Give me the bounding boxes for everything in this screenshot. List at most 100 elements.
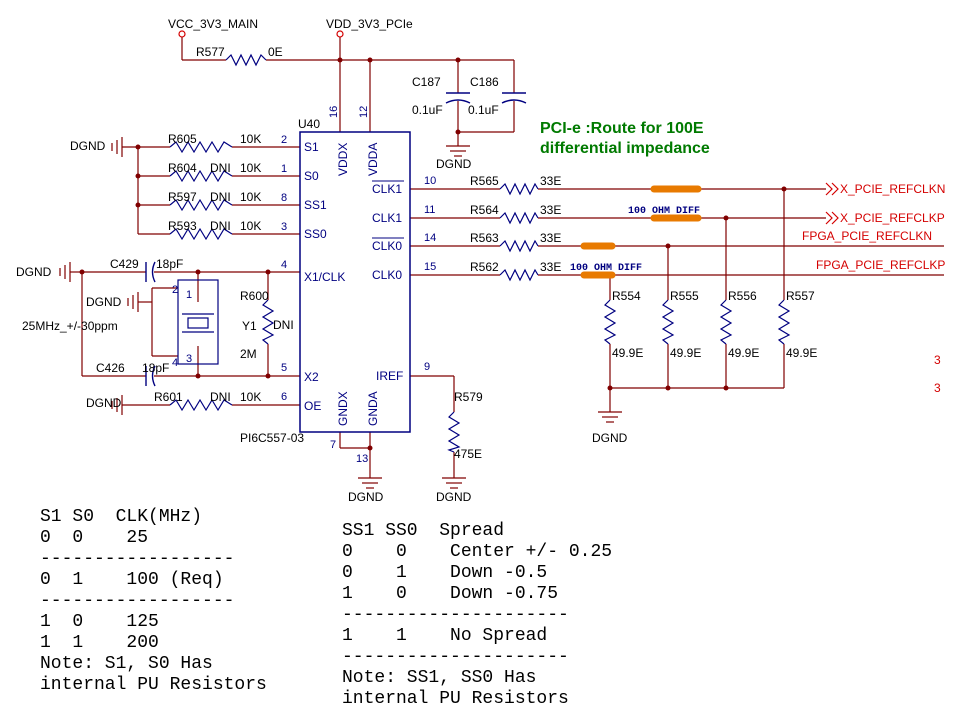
pin-name-gndx: GNDX xyxy=(336,391,350,426)
r605-symbol xyxy=(169,140,233,154)
pin-num-oe: 6 xyxy=(281,391,287,403)
route-note-line1: PCI-e :Route for 100E xyxy=(540,120,704,137)
y1-ref: Y1 xyxy=(242,319,257,333)
pin-name-vddx: VDDX xyxy=(336,143,350,176)
net-dgnd-3: DGND xyxy=(86,295,122,309)
ground-symbols xyxy=(59,137,622,489)
power-port-vdd-icon xyxy=(336,30,344,38)
r564-value: 33E xyxy=(540,203,561,217)
pin-num-gndx: 7 xyxy=(330,439,336,451)
r557-symbol xyxy=(777,299,791,345)
pin-num-ss1: 8 xyxy=(281,192,287,204)
net-vdd-pcie: VDD_3V3_PCIe xyxy=(326,17,413,31)
r562-value: 33E xyxy=(540,260,561,274)
net-dgnd-2: DGND xyxy=(16,265,52,279)
r565-ref: R565 xyxy=(470,174,499,188)
net-x-pcie-refclkp: X_PCIE_REFCLKP xyxy=(840,211,945,225)
spread-table-row: --------------------- xyxy=(342,605,569,625)
pin-num-x1: 4 xyxy=(281,259,287,271)
pin-num-vddx: 16 xyxy=(328,106,340,118)
y1-spec: 25MHz_+/-30ppm xyxy=(22,319,118,333)
pin-name-iref: IREF xyxy=(376,369,403,383)
pin-name-s0: S0 xyxy=(304,169,319,183)
pin-name-vdda: VDDA xyxy=(366,143,380,176)
r562-ref: R562 xyxy=(470,260,499,274)
spread-table-note-1: Note: SS1, SS0 Has xyxy=(342,668,536,688)
pin-num-clk1n: 10 xyxy=(424,175,436,187)
pin-name-clk1: CLK1 xyxy=(372,211,402,225)
r555-ref: R555 xyxy=(670,289,699,303)
dgnd-ground-icon-5 xyxy=(446,145,470,157)
r565-value: 33E xyxy=(540,174,561,188)
spread-table-row: 1 0 Down -0.75 xyxy=(342,584,558,604)
clk-table-row: ------------------ xyxy=(40,549,234,569)
r565-symbol xyxy=(499,182,539,196)
sheet-ref-1: 3 xyxy=(934,353,941,367)
c187-value: 0.1uF xyxy=(412,103,443,117)
clk-table-row: 0 1 100 (Req) xyxy=(40,570,224,590)
net-dgnd-4: DGND xyxy=(86,396,122,410)
r601-dni: DNI xyxy=(210,390,231,404)
r557-value: 49.9E xyxy=(786,346,817,360)
pin-name-clk1n: CLK1 xyxy=(372,182,402,196)
ic-ref: U40 xyxy=(298,117,320,131)
r601-value: 10K xyxy=(240,390,261,404)
c187-plate-bottom xyxy=(445,99,471,104)
c426-plate-b xyxy=(151,365,156,387)
c426-ref: C426 xyxy=(96,361,125,375)
r555-symbol xyxy=(661,299,675,345)
r601-symbol xyxy=(169,398,233,412)
spread-table-row: 0 1 Down -0.5 xyxy=(342,563,547,583)
c186-ref: C186 xyxy=(470,75,499,89)
y1-pin1: 1 xyxy=(186,289,192,301)
c187-ref: C187 xyxy=(412,75,441,89)
r600-ref: R600 xyxy=(240,289,269,303)
dgnd-ground-icon-1 xyxy=(111,137,123,157)
pin-name-s1: S1 xyxy=(304,140,319,154)
r597-dni: DNI xyxy=(210,190,231,204)
c426-value: 18pF xyxy=(142,361,169,375)
r605-ref: R605 xyxy=(168,132,197,146)
r577-symbol xyxy=(225,53,267,67)
dgnd-ground-icon-6 xyxy=(598,411,622,423)
clk-table-row: 1 1 200 xyxy=(40,633,159,653)
clk-table-row: 1 0 125 xyxy=(40,612,159,632)
pin-num-clk0: 15 xyxy=(424,261,436,273)
pin-num-s1: 2 xyxy=(281,134,287,146)
r563-ref: R563 xyxy=(470,231,499,245)
r556-ref: R556 xyxy=(728,289,757,303)
r564-ref: R564 xyxy=(470,203,499,217)
diff-label-2: 100 OHM DIFF xyxy=(570,263,642,274)
y1-pin3: 3 xyxy=(186,353,192,365)
r604-value: 10K xyxy=(240,161,261,175)
ic-part: PI6C557-03 xyxy=(240,431,304,445)
r557-ref: R557 xyxy=(786,289,815,303)
power-port-vcc-icon xyxy=(178,30,186,38)
dgnd-ground-icon-3 xyxy=(127,292,139,312)
pin-name-x1: X1/CLK xyxy=(304,270,345,284)
pin-name-oe: OE xyxy=(304,399,321,413)
pin-num-vdda: 12 xyxy=(358,106,370,118)
c429-ref: C429 xyxy=(110,257,139,271)
r555-value: 49.9E xyxy=(670,346,701,360)
spread-table-row: 0 0 Center +/- 0.25 xyxy=(342,542,612,562)
dgnd-ground-icon-2 xyxy=(59,262,71,282)
r579-symbol xyxy=(447,411,461,453)
r601-ref: R601 xyxy=(154,390,183,404)
clk-table-header: S1 S0 CLK(MHz) xyxy=(40,507,202,527)
r554-value: 49.9E xyxy=(612,346,643,360)
r593-symbol xyxy=(169,227,233,241)
r556-value: 49.9E xyxy=(728,346,759,360)
spread-table-note-2: internal PU Resistors xyxy=(342,689,569,704)
offsheet-arrow-icon-n xyxy=(825,182,833,196)
sheet-ref-2: 3 xyxy=(934,381,941,395)
net-dgnd-8: DGND xyxy=(436,490,472,504)
diff-pair-markers xyxy=(580,185,702,279)
offsheet-arrows xyxy=(825,182,839,225)
r600-symbol xyxy=(261,299,275,345)
spread-table-header: SS1 SS0 Spread xyxy=(342,521,504,541)
dgnd-ground-icon-7 xyxy=(358,477,382,489)
dgnd-ground-icon-4 xyxy=(111,395,123,415)
net-fpga-pcie-refclkp: FPGA_PCIE_REFCLKP xyxy=(816,258,945,272)
